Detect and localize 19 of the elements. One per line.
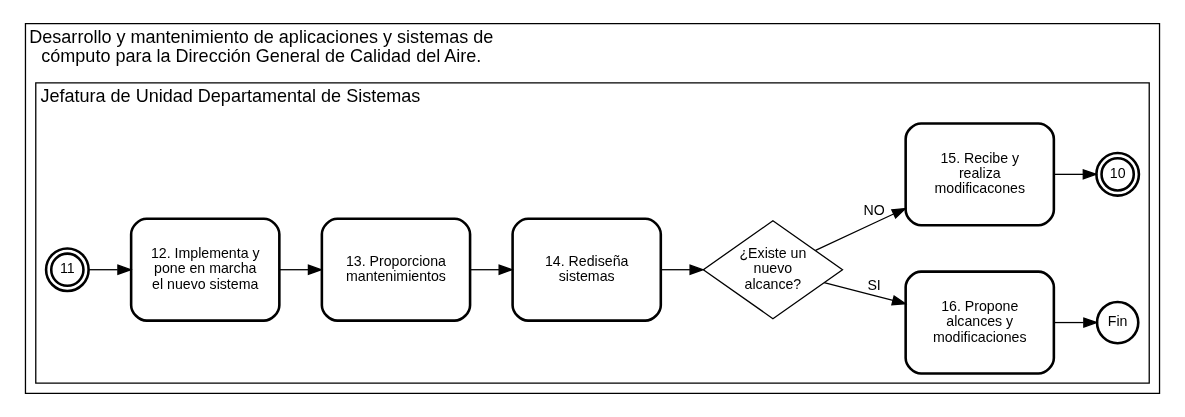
node-box: 13. Proporciona mantenimientos bbox=[320, 217, 472, 322]
arrow bbox=[823, 282, 908, 306]
node-diamond: ¿Existe un nuevo alcance? bbox=[702, 219, 844, 320]
arrow bbox=[814, 207, 908, 252]
edge-label: NO bbox=[863, 202, 885, 219]
node-circle: 10 bbox=[1095, 151, 1141, 197]
arrow bbox=[279, 264, 324, 276]
node-box: 12. Implementa y pone en marcha el nuevo sistema bbox=[129, 217, 281, 322]
node-circle: Fin bbox=[1095, 300, 1140, 345]
edge-label: SI bbox=[867, 277, 881, 294]
arrow bbox=[660, 264, 705, 276]
arrow bbox=[469, 264, 514, 276]
node-circle: 11 bbox=[44, 247, 90, 293]
arrow bbox=[1053, 317, 1099, 328]
node-box: 15. Recibe y realiza modificacones bbox=[904, 122, 1056, 227]
arrow bbox=[1053, 168, 1099, 180]
node-box: 14. Rediseña sistemas bbox=[511, 217, 663, 322]
arrow bbox=[88, 264, 133, 276]
node-box: 16. Propone alcances y modificaciones bbox=[904, 270, 1056, 375]
